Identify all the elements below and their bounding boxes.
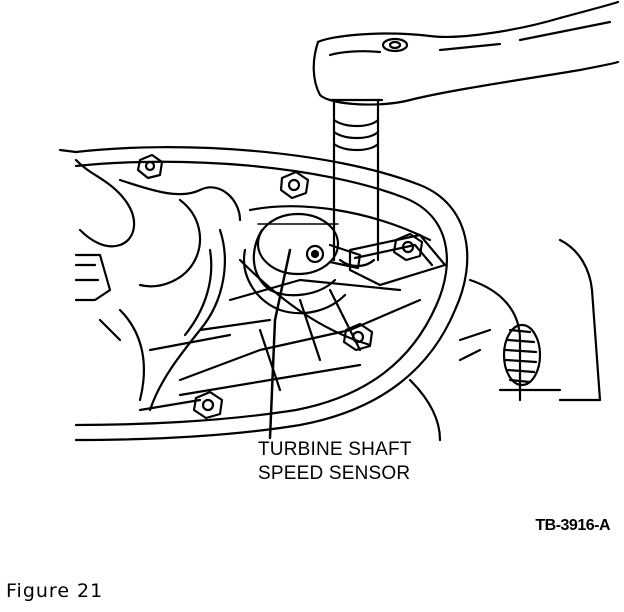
valve-body-plate [138,205,432,412]
sensor-callout: TURBINE SHAFT SPEED SENSOR [258,438,412,486]
bolt-middle [342,322,374,352]
callout-line-1: TURBINE SHAFT [258,439,412,460]
reference-code: TB-3916-A [535,517,610,534]
socket-extension [328,98,384,268]
speed-sensor [242,212,362,315]
right-case [408,238,602,442]
case-rim [58,146,469,442]
sensor-bracket [348,233,447,287]
adjuster-knurled [502,323,542,387]
bolt-bottom-left [192,390,224,420]
bolt-top-center [279,170,310,200]
left-housing [74,158,242,412]
figure-caption: Figure 21 [6,580,104,602]
ratchet-wrench [312,0,620,106]
callout-leader [268,248,292,440]
callout-line-2: SPEED SENSOR [258,463,411,484]
bolt-top-left [136,153,164,180]
